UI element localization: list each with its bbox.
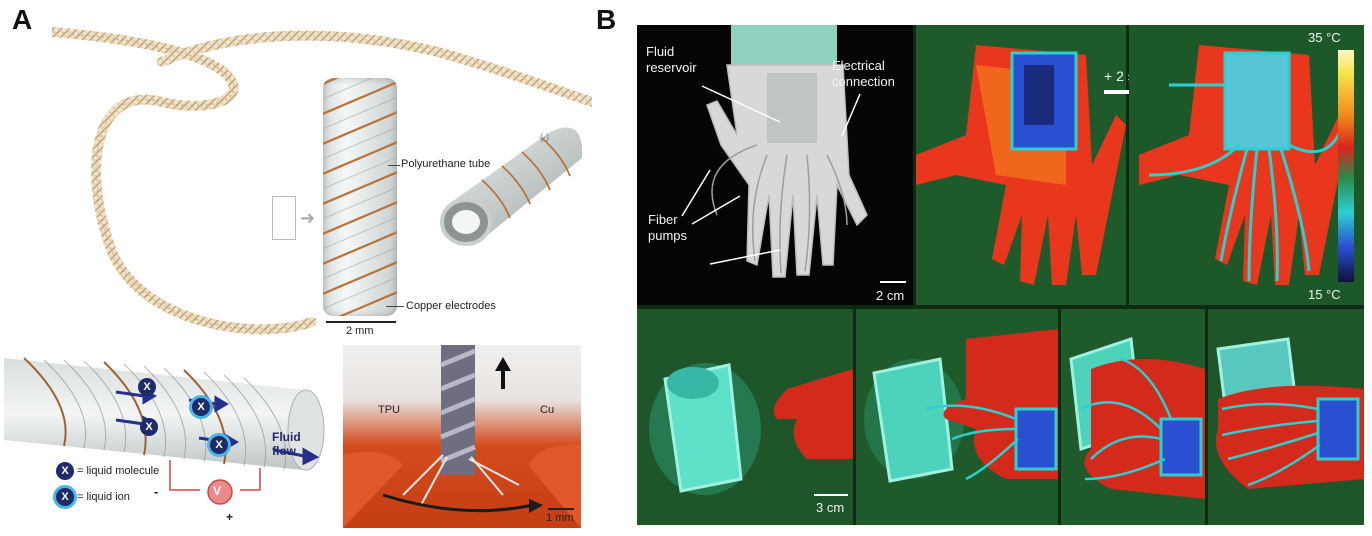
time-arrow-shaft [1104, 90, 1140, 94]
thermal-image-after [1129, 25, 1364, 305]
svg-text:(-): (-) [540, 132, 549, 142]
grasp-frame-4 [1208, 309, 1364, 525]
fiber-pumps-line2: pumps [648, 228, 688, 243]
copper-leader-line [386, 306, 404, 307]
fluid-flow-line2: flow [272, 444, 296, 458]
cu-label: Cu [540, 404, 555, 416]
glove-photo [637, 25, 913, 305]
photo-scale-bar [548, 508, 574, 510]
fluid-reservoir-label: Fluid reservoir [646, 44, 697, 76]
fiber-pumps-label: Fiber pumps [648, 212, 687, 244]
ion-icon: X [192, 398, 210, 416]
fiber-leaders [681, 169, 781, 265]
electrical-line2: connection [832, 74, 895, 89]
fluid-flow-label: Fluid flow [272, 430, 301, 458]
legend-ion-icon: X [56, 488, 74, 506]
grasp-frame-3 [1061, 309, 1205, 525]
voltage-label: V [213, 484, 222, 498]
printing-photo [343, 345, 581, 528]
scale-bar-label: 2 mm [346, 325, 374, 337]
fluid-reservoir-line1: Fluid [646, 44, 675, 59]
grasp-frame-1 [637, 309, 853, 525]
legend-molecule-label: = liquid molecule [77, 465, 160, 477]
polyurethane-tube-label: Polyurethane tube [401, 158, 491, 170]
legend-ion-label: = liquid ion [77, 491, 130, 503]
panel-a-letter: A [12, 4, 33, 35]
minus-label: - [154, 484, 159, 499]
legend-molecule-icon: X [56, 462, 74, 480]
thermal-image-before [916, 25, 1126, 305]
pump-schematic [4, 357, 325, 471]
grasp-scale-bar [814, 494, 848, 496]
fluid-reservoir-line2: reservoir [646, 60, 697, 75]
tpu-label: TPU [378, 404, 400, 416]
molecule-icon: X [138, 378, 156, 396]
molecule-icon: X [140, 418, 158, 436]
panel-b-letter: B [596, 4, 617, 35]
scale-bar [326, 321, 396, 323]
zoom-arrow-icon: ➜ [300, 208, 316, 228]
tube-closeup-image [323, 78, 397, 316]
photo-scale-label: 1 mm [546, 512, 574, 524]
electrical-connection-label: Electrical connection [832, 58, 895, 90]
tube-end-view: (-) [440, 127, 582, 246]
zoom-region-box [272, 196, 296, 240]
electrical-line1: Electrical [832, 58, 885, 73]
braided-tube-loop [52, 27, 592, 335]
fiber-pumps-line1: Fiber [648, 212, 678, 227]
glove-scale-bar [880, 281, 906, 283]
electrical-leader [841, 93, 861, 137]
grasp-scale-label: 3 cm [816, 500, 845, 515]
plus-label: + [226, 510, 234, 524]
copper-electrodes-label: Copper electrodes [406, 300, 496, 312]
temperature-colorbar [1338, 50, 1354, 282]
temp-max-label: 35 °C [1308, 30, 1341, 45]
glove-scale-label: 2 cm [876, 288, 905, 303]
grasp-frame-2 [856, 309, 1058, 525]
polyurethane-leader-line [388, 165, 400, 166]
voltage-circuit [169, 460, 261, 505]
ion-icon: X [210, 436, 228, 454]
reservoir-leader [701, 85, 781, 123]
temp-min-label: 15 °C [1308, 287, 1341, 302]
fluid-flow-line1: Fluid [272, 430, 301, 444]
